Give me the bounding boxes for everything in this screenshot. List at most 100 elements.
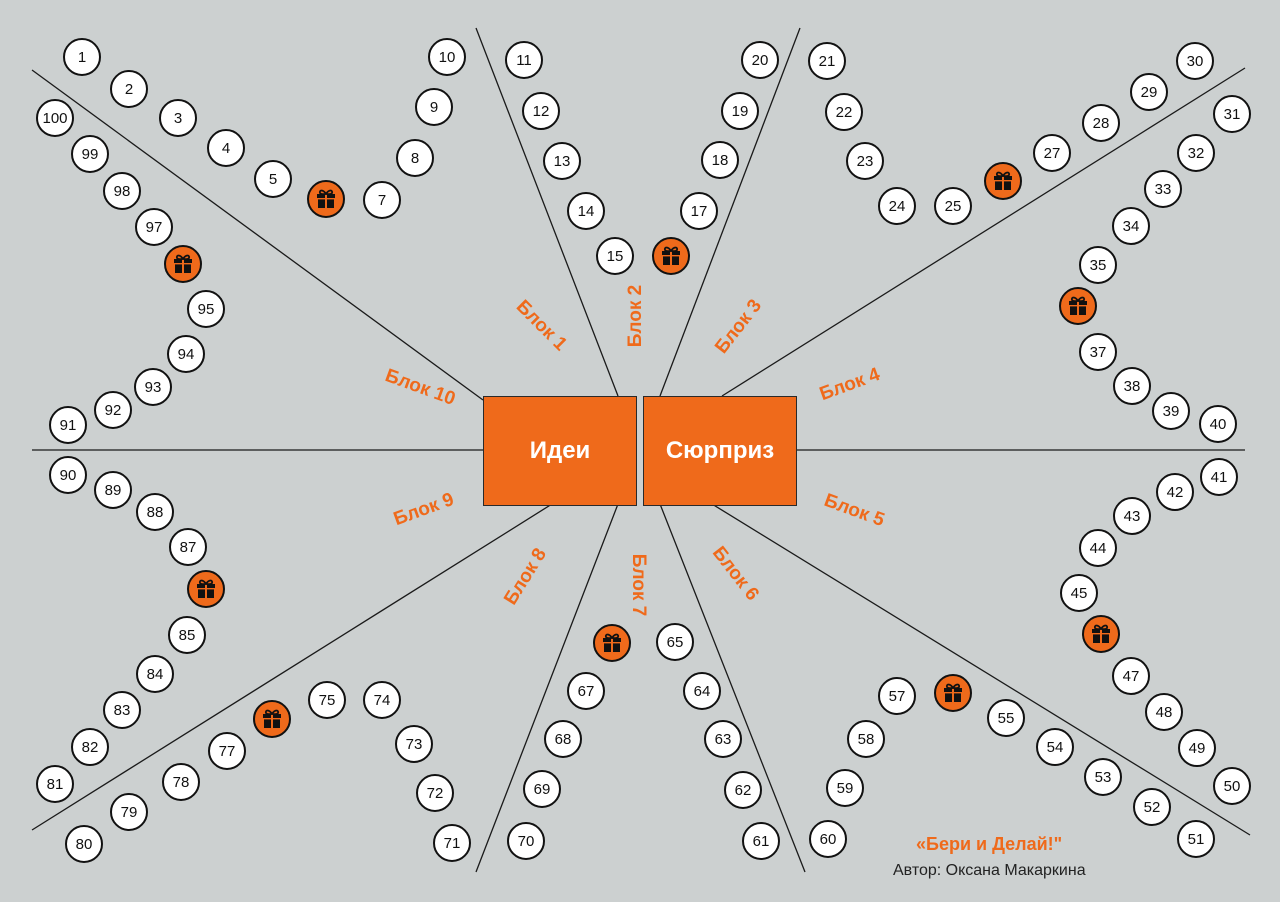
board-cell[interactable]: 48: [1145, 693, 1183, 731]
board-cell[interactable]: 78: [162, 763, 200, 801]
board-cell[interactable]: 12: [522, 92, 560, 130]
board-cell[interactable]: 71: [433, 824, 471, 862]
board-cell[interactable]: 3: [159, 99, 197, 137]
board-cell[interactable]: 100: [36, 99, 74, 137]
board-cell[interactable]: 60: [809, 820, 847, 858]
board-cell[interactable]: 23: [846, 142, 884, 180]
board-cell[interactable]: 28: [1082, 104, 1120, 142]
gift-cell[interactable]: [164, 245, 202, 283]
board-cell[interactable]: 51: [1177, 820, 1215, 858]
board-cell[interactable]: 41: [1200, 458, 1238, 496]
board-cell[interactable]: 4: [207, 129, 245, 167]
board-cell[interactable]: 53: [1084, 758, 1122, 796]
board-cell[interactable]: 30: [1176, 42, 1214, 80]
board-cell[interactable]: 87: [169, 528, 207, 566]
board-cell[interactable]: 89: [94, 471, 132, 509]
board-cell[interactable]: 84: [136, 655, 174, 693]
board-cell[interactable]: 35: [1079, 246, 1117, 284]
board-cell[interactable]: 52: [1133, 788, 1171, 826]
board-cell[interactable]: 33: [1144, 170, 1182, 208]
board-cell[interactable]: 81: [36, 765, 74, 803]
board-cell[interactable]: 68: [544, 720, 582, 758]
board-cell[interactable]: 44: [1079, 529, 1117, 567]
board-cell[interactable]: 94: [167, 335, 205, 373]
board-cell[interactable]: 10: [428, 38, 466, 76]
board-cell[interactable]: 18: [701, 141, 739, 179]
board-cell[interactable]: 64: [683, 672, 721, 710]
gift-cell[interactable]: [187, 570, 225, 608]
surprise-box[interactable]: Сюрприз: [643, 396, 797, 506]
board-cell[interactable]: 62: [724, 771, 762, 809]
board-cell[interactable]: 38: [1113, 367, 1151, 405]
board-cell[interactable]: 98: [103, 172, 141, 210]
board-cell[interactable]: 82: [71, 728, 109, 766]
gift-cell[interactable]: [1059, 287, 1097, 325]
board-cell[interactable]: 88: [136, 493, 174, 531]
board-cell[interactable]: 91: [49, 406, 87, 444]
board-cell[interactable]: 80: [65, 825, 103, 863]
board-cell[interactable]: 8: [396, 139, 434, 177]
board-cell[interactable]: 21: [808, 42, 846, 80]
board-cell[interactable]: 50: [1213, 767, 1251, 805]
board-cell[interactable]: 9: [415, 88, 453, 126]
board-cell[interactable]: 83: [103, 691, 141, 729]
board-cell[interactable]: 73: [395, 725, 433, 763]
board-cell[interactable]: 5: [254, 160, 292, 198]
board-cell[interactable]: 61: [742, 822, 780, 860]
board-cell[interactable]: 39: [1152, 392, 1190, 430]
board-cell[interactable]: 19: [721, 92, 759, 130]
board-cell[interactable]: 70: [507, 822, 545, 860]
board-cell[interactable]: 57: [878, 677, 916, 715]
board-cell[interactable]: 37: [1079, 333, 1117, 371]
gift-cell[interactable]: [1082, 615, 1120, 653]
board-cell[interactable]: 7: [363, 181, 401, 219]
board-cell[interactable]: 99: [71, 135, 109, 173]
board-cell[interactable]: 24: [878, 187, 916, 225]
board-cell[interactable]: 90: [49, 456, 87, 494]
board-cell[interactable]: 2: [110, 70, 148, 108]
board-cell[interactable]: 43: [1113, 497, 1151, 535]
board-cell[interactable]: 95: [187, 290, 225, 328]
board-cell[interactable]: 31: [1213, 95, 1251, 133]
board-cell[interactable]: 63: [704, 720, 742, 758]
board-cell[interactable]: 97: [135, 208, 173, 246]
board-cell[interactable]: 1: [63, 38, 101, 76]
board-cell[interactable]: 29: [1130, 73, 1168, 111]
gift-cell[interactable]: [593, 624, 631, 662]
gift-cell[interactable]: [984, 162, 1022, 200]
board-cell[interactable]: 59: [826, 769, 864, 807]
board-cell[interactable]: 49: [1178, 729, 1216, 767]
board-cell[interactable]: 85: [168, 616, 206, 654]
board-cell[interactable]: 65: [656, 623, 694, 661]
board-cell[interactable]: 45: [1060, 574, 1098, 612]
board-cell[interactable]: 55: [987, 699, 1025, 737]
board-cell[interactable]: 40: [1199, 405, 1237, 443]
board-cell[interactable]: 13: [543, 142, 581, 180]
board-cell[interactable]: 74: [363, 681, 401, 719]
board-cell[interactable]: 20: [741, 41, 779, 79]
board-cell[interactable]: 25: [934, 187, 972, 225]
board-cell[interactable]: 17: [680, 192, 718, 230]
gift-cell[interactable]: [307, 180, 345, 218]
ideas-box[interactable]: Идеи: [483, 396, 637, 506]
board-cell[interactable]: 75: [308, 681, 346, 719]
board-cell[interactable]: 58: [847, 720, 885, 758]
board-cell[interactable]: 32: [1177, 134, 1215, 172]
board-cell[interactable]: 47: [1112, 657, 1150, 695]
gift-cell[interactable]: [253, 700, 291, 738]
board-cell[interactable]: 22: [825, 93, 863, 131]
gift-cell[interactable]: [934, 674, 972, 712]
board-cell[interactable]: 72: [416, 774, 454, 812]
board-cell[interactable]: 77: [208, 732, 246, 770]
board-cell[interactable]: 15: [596, 237, 634, 275]
board-cell[interactable]: 11: [505, 41, 543, 79]
board-cell[interactable]: 93: [134, 368, 172, 406]
board-cell[interactable]: 42: [1156, 473, 1194, 511]
board-cell[interactable]: 67: [567, 672, 605, 710]
board-cell[interactable]: 69: [523, 770, 561, 808]
board-cell[interactable]: 54: [1036, 728, 1074, 766]
board-cell[interactable]: 27: [1033, 134, 1071, 172]
board-cell[interactable]: 79: [110, 793, 148, 831]
board-cell[interactable]: 14: [567, 192, 605, 230]
gift-cell[interactable]: [652, 237, 690, 275]
